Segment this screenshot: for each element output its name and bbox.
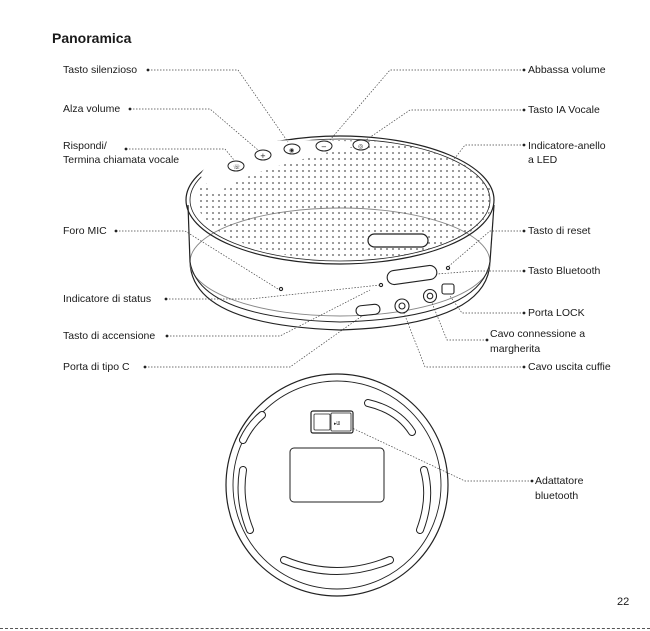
label-abbassa-volume: Abbassa volume [528,64,606,76]
side-ports [278,264,455,317]
top-buttons: ☏ + ◉ − ◎ [227,139,370,172]
label-porta-lock: Porta LOCK [528,307,585,319]
label-porta-tipo-c: Porta di tipo C [63,361,130,373]
label-termina-chiamata: Termina chiamata vocale [63,154,180,166]
bottom-rule [0,628,650,629]
label-foro-mic: Foro MIC [63,225,107,237]
label-tasto-accensione: Tasto di accensione [63,330,156,342]
label-indicatore-anello: Indicatore-anello [528,140,606,152]
svg-text:☏: ☏ [233,164,241,171]
label-indicatore-status: Indicatore di status [63,293,152,305]
leader-lines [116,69,532,482]
label-rispondi: Rispondi/ [63,140,107,152]
label-led: a LED [528,154,558,166]
svg-text:◎: ◎ [358,143,363,150]
led-bar [367,233,429,248]
label-cavo-margherita: Cavo connessione a [490,328,586,340]
label-margherita: margherita [490,343,541,355]
svg-text:+: + [260,152,266,160]
speaker-grille [197,140,493,260]
leader-dots [114,68,534,483]
page-number: 22 [617,596,630,608]
label-tasto-silenzioso: Tasto silenzioso [63,64,138,76]
label-alza-volume: Alza volume [63,103,121,115]
label-tasto-ia-vocale: Tasto IA Vocale [528,104,600,116]
page-title: Panoramica [52,30,132,46]
svg-text:−: − [321,143,327,151]
label-bluetooth: bluetooth [535,490,579,502]
speaker-bottom-view: ▸ᗯ [225,373,449,597]
label-tasto-bluetooth: Tasto Bluetooth [528,265,601,277]
label-tasto-reset: Tasto di reset [528,225,591,237]
label-adattatore: Adattatore [535,475,584,487]
svg-text:▸ᗯ: ▸ᗯ [334,421,341,427]
svg-text:◉: ◉ [289,147,294,154]
label-cavo-cuffie: Cavo uscita cuffie [528,361,611,373]
